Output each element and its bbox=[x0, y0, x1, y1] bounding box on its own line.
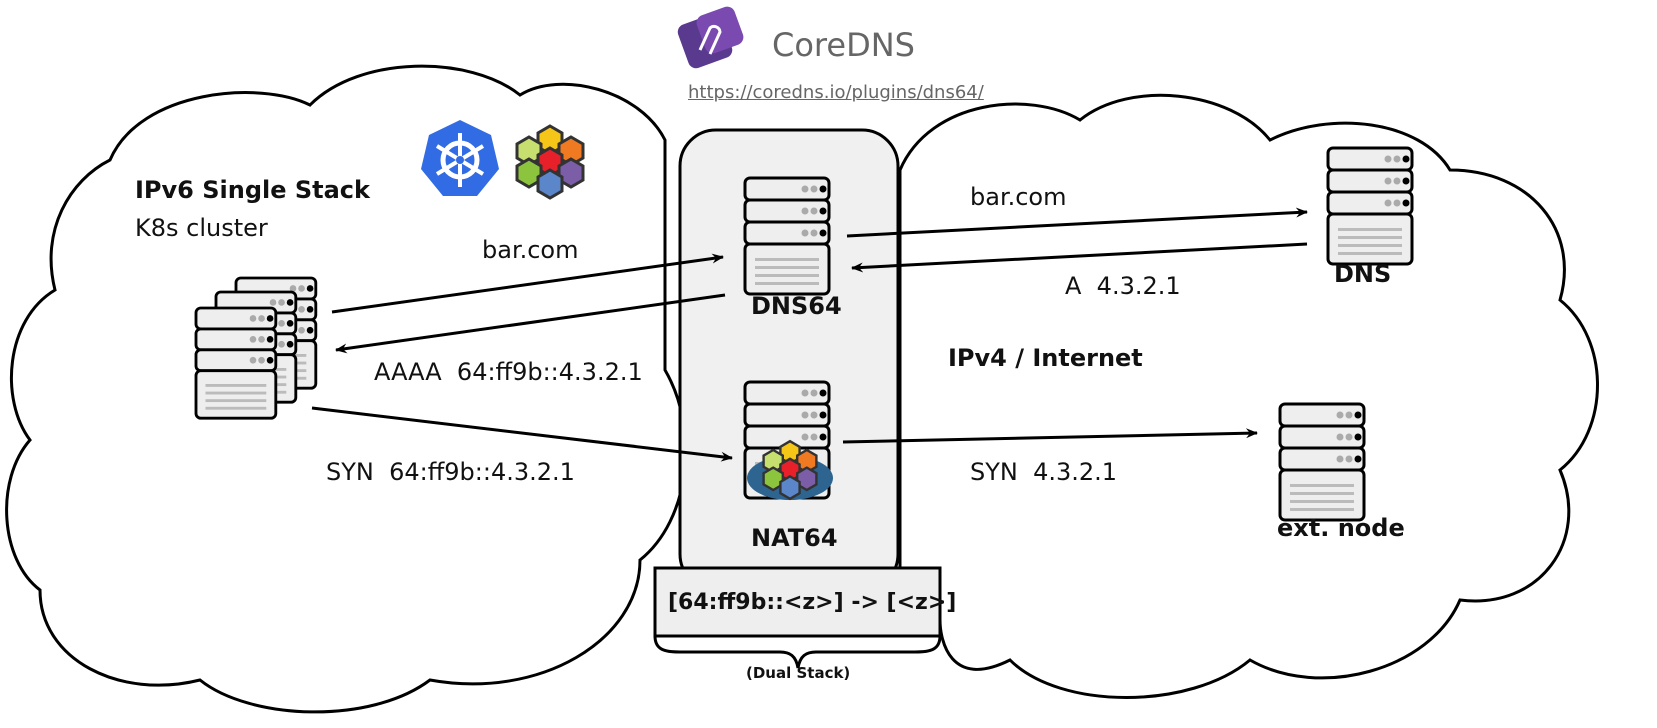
right-cloud bbox=[898, 93, 1599, 699]
dns64-label: DNS64 bbox=[751, 292, 842, 320]
arrow-response-left bbox=[335, 293, 726, 354]
dns-server-icon bbox=[1326, 146, 1414, 266]
mapping-label: [64:ff9b::<z>] -> [<z>] bbox=[668, 590, 957, 615]
label-syn-right: SYN 4.3.2.1 bbox=[970, 458, 1118, 486]
mapping-box bbox=[653, 566, 942, 638]
ext-node-label: ext. node bbox=[1277, 514, 1405, 542]
arrow-syn-left bbox=[311, 406, 733, 462]
left-cloud-title: IPv6 Single Stack bbox=[135, 176, 370, 204]
hex-cluster-icon bbox=[515, 124, 585, 200]
brand-name: CoreDNS bbox=[772, 26, 915, 64]
nat64-label: NAT64 bbox=[751, 524, 838, 552]
label-syn-left: SYN 64:ff9b::4.3.2.1 bbox=[326, 458, 575, 486]
coredns-logo-icon bbox=[677, 6, 744, 69]
arrow-response-right bbox=[851, 242, 1308, 273]
label-response-right: A 4.3.2.1 bbox=[1065, 272, 1181, 300]
label-query-left: bar.com bbox=[482, 236, 579, 264]
dual-stack-label: (Dual Stack) bbox=[746, 664, 851, 682]
label-response-left: AAAA 64:ff9b::4.3.2.1 bbox=[374, 358, 643, 386]
right-cloud-title: IPv4 / Internet bbox=[948, 344, 1143, 372]
brace bbox=[653, 635, 942, 669]
nat64-hex-icon bbox=[747, 440, 833, 500]
kubernetes-icon bbox=[421, 120, 499, 196]
label-query-right: bar.com bbox=[970, 183, 1067, 211]
arrow-query-right bbox=[846, 207, 1308, 238]
dns64-docs-link[interactable]: https://coredns.io/plugins/dns64/ bbox=[688, 82, 984, 103]
left-cloud-subtitle: K8s cluster bbox=[135, 214, 268, 242]
dns-label: DNS bbox=[1334, 260, 1392, 288]
ext-node-server-icon bbox=[1278, 402, 1366, 522]
dns64-server-icon bbox=[743, 176, 831, 296]
left-cloud bbox=[5, 64, 688, 714]
arrow-query-left bbox=[331, 253, 724, 314]
arrow-syn-right bbox=[842, 428, 1258, 444]
